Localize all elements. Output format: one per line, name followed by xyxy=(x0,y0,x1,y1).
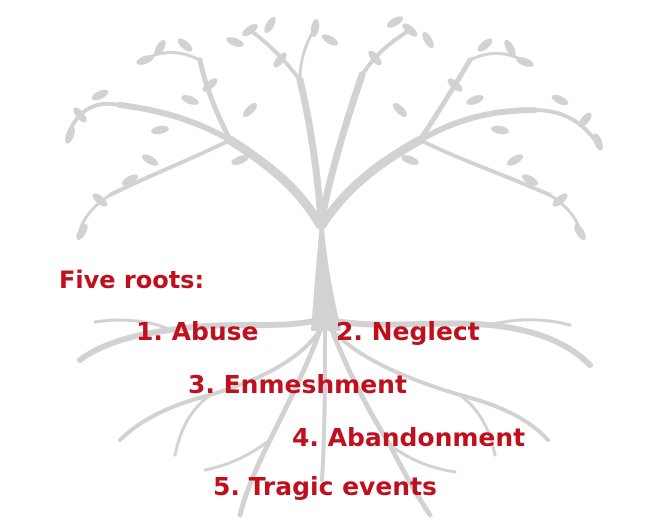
root-item-abuse: 1. Abuse xyxy=(136,317,259,346)
root-item-abandonment: 4. Abandonment xyxy=(292,423,526,452)
root-item-enmeshment: 3. Enmeshment xyxy=(188,370,407,399)
root-item-tragic-events: 5. Tragic events xyxy=(213,472,437,501)
five-roots-heading: Five roots: xyxy=(59,266,205,294)
root-item-neglect: 2. Neglect xyxy=(336,317,480,346)
